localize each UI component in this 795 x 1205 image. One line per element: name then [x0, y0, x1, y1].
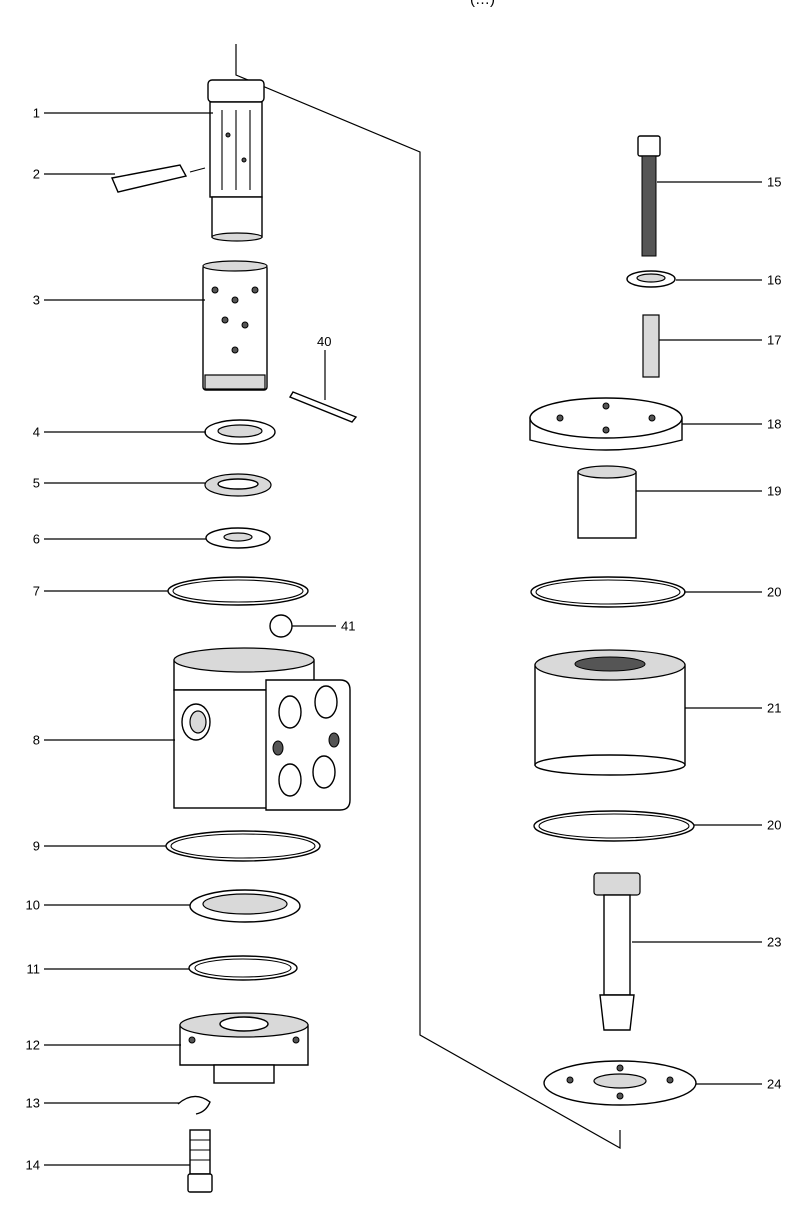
- part-17-pin: [642, 314, 660, 378]
- part-1-spool: [207, 79, 265, 242]
- part-4-bearing-race: [204, 419, 276, 445]
- header-fragment: (…): [470, 0, 495, 8]
- part-2-pin: [111, 164, 206, 193]
- callout-3: 3: [32, 292, 40, 308]
- callout-12: 12: [25, 1037, 40, 1053]
- callout-40: 40: [317, 334, 332, 349]
- callout-5: 5: [32, 475, 40, 491]
- part-7-o-ring: [167, 576, 309, 606]
- callout-16: 16: [767, 272, 782, 288]
- callout-20-upper: 20: [767, 584, 782, 600]
- callout-19: 19: [767, 483, 782, 499]
- part-40-pin: [288, 391, 358, 423]
- callout-23: 23: [767, 934, 782, 950]
- callout-20-lower: 20: [767, 817, 782, 833]
- part-12-flange: [179, 1012, 309, 1084]
- callout-41: 41: [341, 618, 356, 634]
- part-9-o-ring: [165, 830, 321, 862]
- callout-13: 13: [25, 1095, 40, 1111]
- part-11-o-ring: [188, 955, 298, 981]
- callout-14: 14: [25, 1157, 40, 1173]
- callout-2: 2: [32, 166, 40, 182]
- part-10-seal: [189, 889, 301, 923]
- callout-18: 18: [767, 416, 782, 432]
- callout-24: 24: [767, 1076, 782, 1092]
- leader-lines-middle: [292, 350, 336, 627]
- part-20-o-ring-lower: [533, 810, 695, 842]
- part-3-sleeve: [202, 260, 268, 391]
- part-14-bolt: [187, 1129, 213, 1193]
- callout-8: 8: [32, 732, 40, 748]
- part-19-spacer: [577, 465, 637, 539]
- part-20-o-ring-upper: [530, 576, 686, 608]
- assembly-connector-line: [235, 44, 621, 1150]
- callout-4: 4: [32, 424, 40, 440]
- callout-9: 9: [32, 838, 40, 854]
- part-41-ball: [269, 614, 293, 638]
- part-16-washer: [626, 270, 676, 288]
- part-24-plate: [543, 1060, 697, 1106]
- callout-1: 1: [32, 105, 40, 121]
- callout-10: 10: [25, 897, 40, 913]
- part-6-washer: [205, 527, 271, 549]
- part-18-end-cap: [529, 397, 683, 451]
- part-5-needle-bearing: [204, 473, 272, 497]
- leader-lines-right: [632, 181, 762, 1085]
- part-21-gerotor: [534, 649, 686, 776]
- part-13-clip: [177, 1095, 211, 1115]
- part-23-drive-shaft: [593, 872, 641, 1031]
- part-8-housing: [173, 647, 351, 811]
- callout-15: 15: [767, 174, 782, 190]
- callout-11: 11: [26, 961, 41, 977]
- leader-lines-left: [44, 112, 213, 1166]
- callout-6: 6: [32, 531, 40, 547]
- callout-17: 17: [767, 332, 782, 348]
- part-15-bolt: [637, 135, 661, 257]
- callout-7: 7: [32, 583, 40, 599]
- callout-21: 21: [767, 700, 782, 716]
